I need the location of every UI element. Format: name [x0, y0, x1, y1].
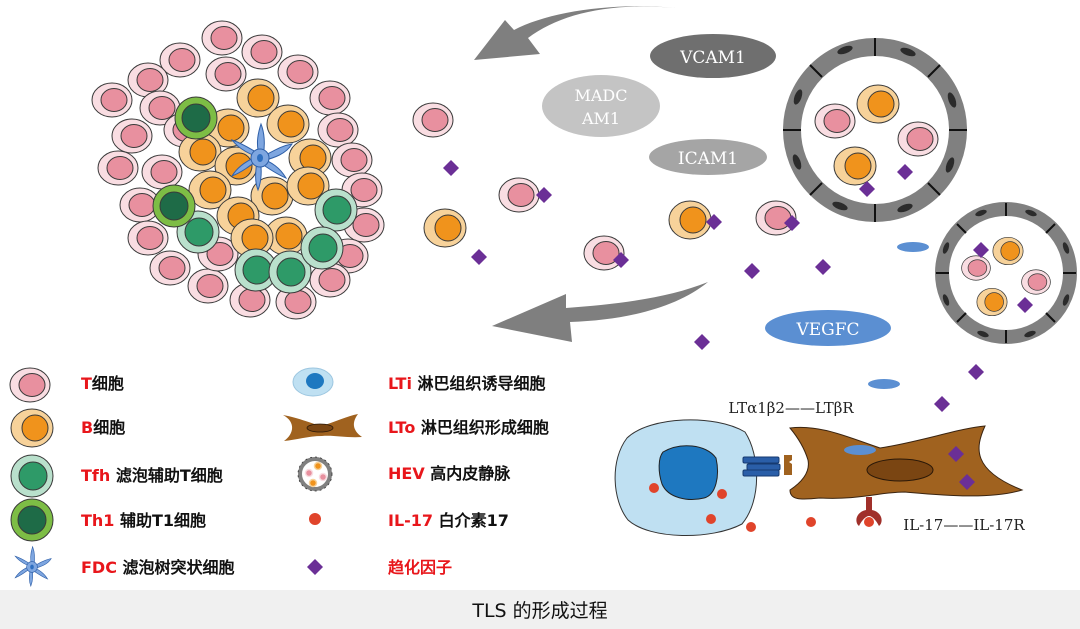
legend-name: 滤泡树突状细胞: [116, 558, 235, 577]
vegfc-small: [897, 242, 929, 252]
hev-icon: [297, 456, 333, 492]
vegfc-label: VEGFC: [795, 320, 859, 340]
tls-cluster: [91, 20, 385, 320]
legend-label-t-cell: T细胞: [81, 374, 124, 394]
lto-cell: [784, 425, 1024, 526]
legend-label-tfh-cell: Tfh 滤泡辅助T细胞: [81, 466, 223, 486]
madcam1-molecule: MADC AM1: [542, 75, 660, 137]
legend-name: 高内皮静脉: [424, 464, 511, 483]
migration-arrow-top: [474, 6, 676, 60]
legend-label-lti-cell: LTi 淋巴组织诱导细胞: [388, 374, 546, 394]
lti-cell-icon: [292, 367, 334, 397]
legend-abbr: T: [81, 374, 92, 393]
il17-dot-icon: [309, 513, 321, 525]
legend-name: 滤泡辅助T细胞: [110, 466, 223, 485]
vcam1-label: VCAM1: [679, 48, 746, 68]
legend-abbr: FDC: [81, 558, 117, 577]
b-cell-icon: [10, 408, 54, 448]
tls-formation-diagram: VCAM1 MADC AM1 ICAM1 VEGFC: [9, 6, 1077, 587]
legend-abbr: Th1: [81, 511, 115, 530]
legend-label-chemokine: 趋化因子: [388, 558, 452, 578]
legend-label-hev: HEV 高内皮静脉: [388, 464, 510, 484]
legend-name: 细胞: [91, 374, 124, 393]
lt-ligand: [742, 456, 781, 477]
legend-icons: [9, 367, 362, 587]
legend-abbr: HEV: [388, 464, 425, 483]
legend-name: 白介素17: [433, 511, 509, 530]
legend-name: 细胞: [93, 418, 126, 437]
vegfc-molecule: VEGFC: [765, 310, 891, 346]
legend-name: 辅助T1细胞: [114, 511, 207, 530]
legend-label-lto-cell: LTo 淋巴组织形成细胞: [388, 418, 549, 438]
figure-caption-bar: TLS 的形成过程: [0, 590, 1080, 629]
lt-interaction-label: LTα1β2——LTβR: [728, 399, 854, 417]
legend-name: 淋巴组织诱导细胞: [411, 374, 546, 393]
il17-cytokines: [706, 514, 874, 532]
legend-label-il17: IL-17 白介素17: [388, 511, 509, 531]
tfh-cell-icon: [10, 454, 54, 498]
legend-label-th1-cell: Th1 辅助T1细胞: [81, 511, 206, 531]
hev-large: [783, 38, 967, 222]
fdc-cell-icon: [14, 546, 52, 587]
legend-name: 趋化因子: [388, 558, 453, 577]
il17-receptor: [856, 497, 882, 526]
legend-abbr: IL-17: [388, 511, 434, 530]
il17-interaction-label: IL-17——IL-17R: [903, 516, 1025, 534]
legend-abbr: Tfh: [81, 466, 111, 485]
hev-small: [935, 202, 1077, 344]
lti-cell: [614, 419, 781, 536]
t-cell-icon: [9, 367, 51, 403]
figure-caption: TLS 的形成过程: [472, 600, 608, 622]
madcam1-label-line1: MADC: [574, 86, 627, 105]
vcam1-molecule: VCAM1: [650, 34, 776, 78]
lto-cell-icon: [283, 414, 362, 441]
legend-name: 淋巴组织形成细胞: [415, 418, 549, 437]
migration-arrow-bottom: [492, 282, 708, 342]
legend-abbr: LTi: [388, 374, 412, 393]
legend-abbr: B: [81, 418, 94, 437]
th1-cell-icon: [10, 498, 54, 542]
icam1-molecule: ICAM1: [649, 139, 767, 175]
icam1-label: ICAM1: [678, 149, 738, 169]
legend-label-fdc-cell: FDC 滤泡树突状细胞: [81, 558, 235, 578]
madcam1-label-line2: AM1: [581, 109, 620, 128]
vegfc-small: [868, 379, 900, 389]
legend-label-b-cell: B细胞: [81, 418, 125, 438]
legend-abbr: LTo: [388, 418, 416, 437]
chemokine-diamond-icon: [307, 559, 323, 575]
